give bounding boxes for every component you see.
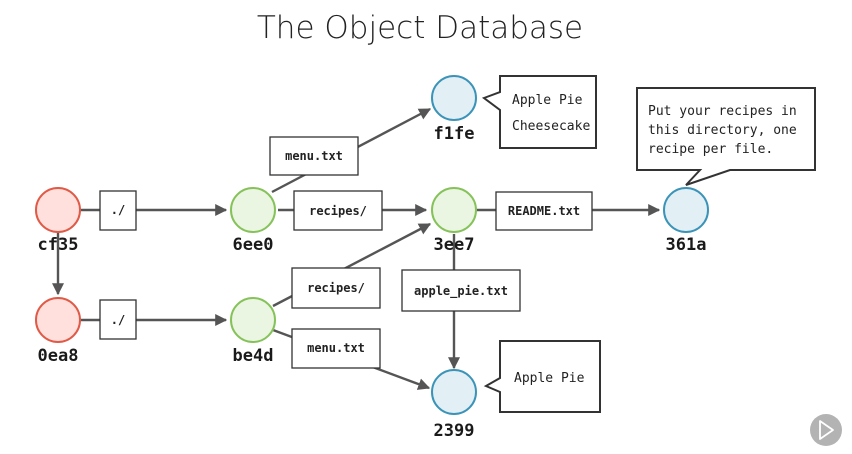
edge-label-text: apple_pie.txt: [414, 284, 508, 299]
blob-content-callout-f1fe: Apple Pie Cheesecake: [481, 75, 597, 149]
edge-label-text: menu.txt: [285, 149, 343, 163]
diagram-title: The Object Database: [257, 10, 583, 46]
blob-node-361a: 361a: [663, 187, 709, 255]
blob-content-line: recipe per file.: [648, 142, 773, 157]
blob-node-f1fe: f1fe: [431, 75, 477, 144]
commit-node-cf35: cf35: [35, 187, 81, 255]
node-hash: 6ee0: [233, 235, 274, 255]
blob-node-2399: 2399: [431, 369, 477, 441]
node-hash: f1fe: [434, 124, 475, 144]
blob-content-callout-2399: Apple Pie: [483, 340, 601, 413]
edge-label-6ee0-3ee7: recipes/: [293, 190, 383, 231]
node-hash: 2399: [434, 421, 475, 441]
blob-content-line: this directory, one: [648, 123, 797, 138]
edge-label-3ee7-2399: apple_pie.txt: [401, 269, 521, 312]
edge-label-be4d-3ee7: recipes/: [291, 267, 381, 309]
edge-label-text: ./: [111, 313, 125, 327]
edge-label-text: ./: [111, 203, 125, 217]
play-button[interactable]: [810, 414, 842, 446]
blob-content-line: Apple Pie: [514, 371, 585, 386]
tree-node-be4d: be4d: [230, 297, 276, 366]
blob-content-callout-361a: Put your recipes in this directory, one …: [636, 87, 816, 186]
edge-label-0ea8-be4d: ./: [99, 299, 137, 340]
node-hash: be4d: [233, 346, 274, 366]
blob-content-line: Put your recipes in: [648, 104, 797, 119]
edge-label-be4d-2399: menu.txt: [291, 328, 381, 369]
blob-content-line: Apple Pie: [512, 93, 583, 108]
play-icon: [819, 420, 834, 440]
tree-node-3ee7: 3ee7: [431, 187, 477, 255]
blob-content-line: Cheesecake: [512, 119, 590, 134]
edge-label-text: recipes/: [309, 204, 367, 218]
edge-label-text: menu.txt: [307, 341, 365, 355]
node-hash: 361a: [666, 235, 707, 255]
node-hash: 0ea8: [38, 346, 79, 366]
edge-label-6ee0-f1fe: menu.txt: [269, 136, 359, 176]
edge-label-text: README.txt: [508, 204, 580, 218]
edge-label-3ee7-361a: README.txt: [495, 191, 593, 231]
node-hash: 3ee7: [434, 235, 475, 255]
tree-node-6ee0: 6ee0: [230, 187, 276, 255]
edge-label-cf35-6ee0: ./: [99, 190, 137, 231]
node-hash: cf35: [38, 235, 79, 255]
commit-node-0ea8: 0ea8: [35, 297, 81, 366]
edge-label-text: recipes/: [307, 281, 365, 295]
